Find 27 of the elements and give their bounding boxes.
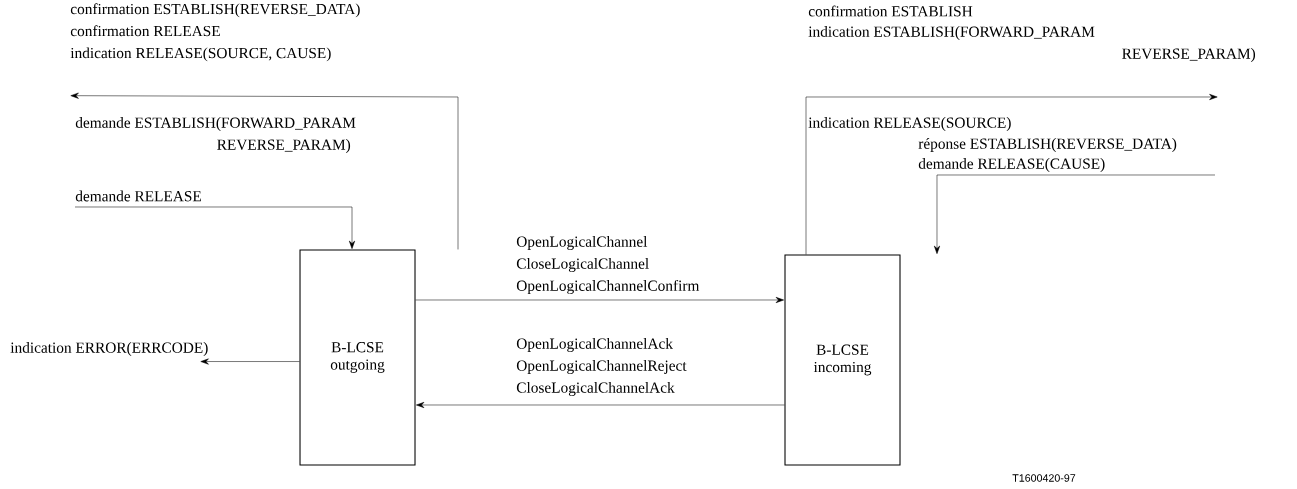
signal-label: OpenLogicalChannelReject xyxy=(516,360,687,374)
signal-label: OpenLogicalChannelAck xyxy=(516,338,673,352)
signal-label: réponse ESTABLISH(REVERSE_DATA) xyxy=(918,138,1177,152)
signal-label: indication ESTABLISH(FORWARD_PARAM xyxy=(808,26,1095,40)
arrow xyxy=(934,174,1216,254)
process-box: B-LCSE incoming xyxy=(784,254,901,466)
signal-label: demande RELEASE(CAUSE) xyxy=(918,158,1105,172)
arrow xyxy=(200,358,300,365)
signal-label: OpenLogicalChannel xyxy=(516,236,648,250)
arrow xyxy=(70,92,459,250)
signal-label: CloseLogicalChannel xyxy=(516,258,649,272)
arrow xyxy=(74,206,355,249)
signal-label: indication RELEASE(SOURCE) xyxy=(808,117,1011,131)
signal-label: OpenLogicalChannelConfirm xyxy=(516,279,700,295)
signal-label: confirmation ESTABLISH xyxy=(808,5,973,17)
signal-label: demande ESTABLISH(FORWARD_PARAM xyxy=(75,117,356,131)
signal-label: REVERSE_PARAM) xyxy=(217,139,351,153)
signal-label: confirmation ESTABLISH(REVERSE_DATA) confirmation RELEASE indication RELEASE(SOURCE, CAUSE) xyxy=(70,3,360,62)
signal-label: CloseLogicalChannelAck xyxy=(516,382,675,396)
signal-label: REVERSE_PARAM) xyxy=(1122,48,1256,62)
process-box: B-LCSE outgoing xyxy=(299,249,416,466)
arrow xyxy=(805,94,1218,255)
figure-code: T1600420-97 xyxy=(1012,474,1076,482)
signal-label: demande RELEASE xyxy=(75,190,201,202)
arrow xyxy=(416,402,785,408)
arrow xyxy=(415,297,784,303)
signal-label: indication ERROR(ERRCODE) xyxy=(10,342,208,356)
